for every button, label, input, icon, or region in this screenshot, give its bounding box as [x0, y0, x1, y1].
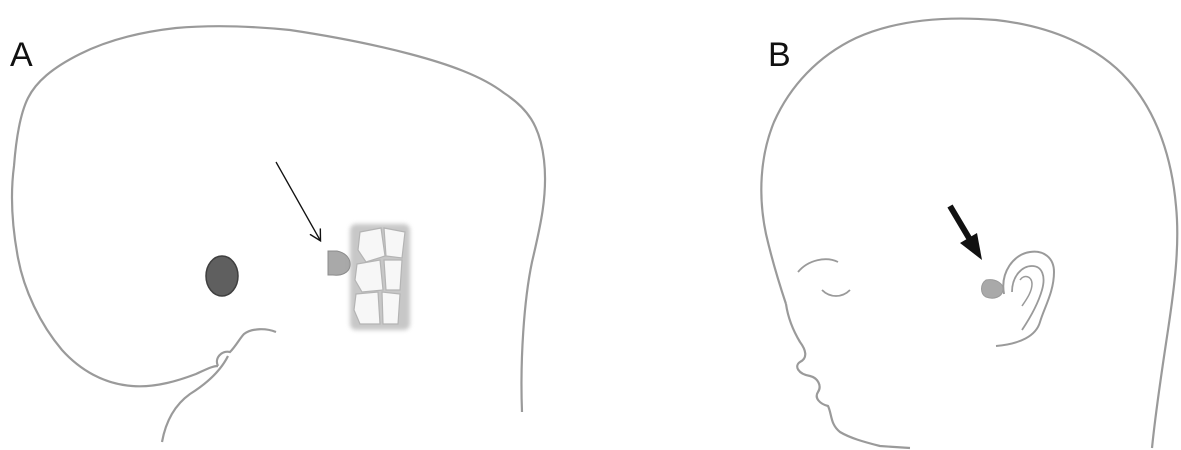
somites: [350, 224, 410, 330]
closed-eye-icon: [822, 290, 850, 296]
bold-arrow-icon: [950, 206, 982, 260]
preauricular-mark: [982, 280, 1004, 299]
somite: [358, 228, 385, 262]
somite: [354, 292, 380, 324]
otic-placode: [328, 251, 350, 275]
somite: [355, 260, 383, 292]
somite: [382, 292, 400, 324]
ear-icon: [996, 252, 1054, 346]
somite: [384, 228, 405, 258]
somite: [384, 260, 402, 290]
eye-icon: [206, 256, 238, 296]
thin-arrow-icon: [276, 162, 320, 240]
embryo-head-outline: [12, 26, 545, 442]
